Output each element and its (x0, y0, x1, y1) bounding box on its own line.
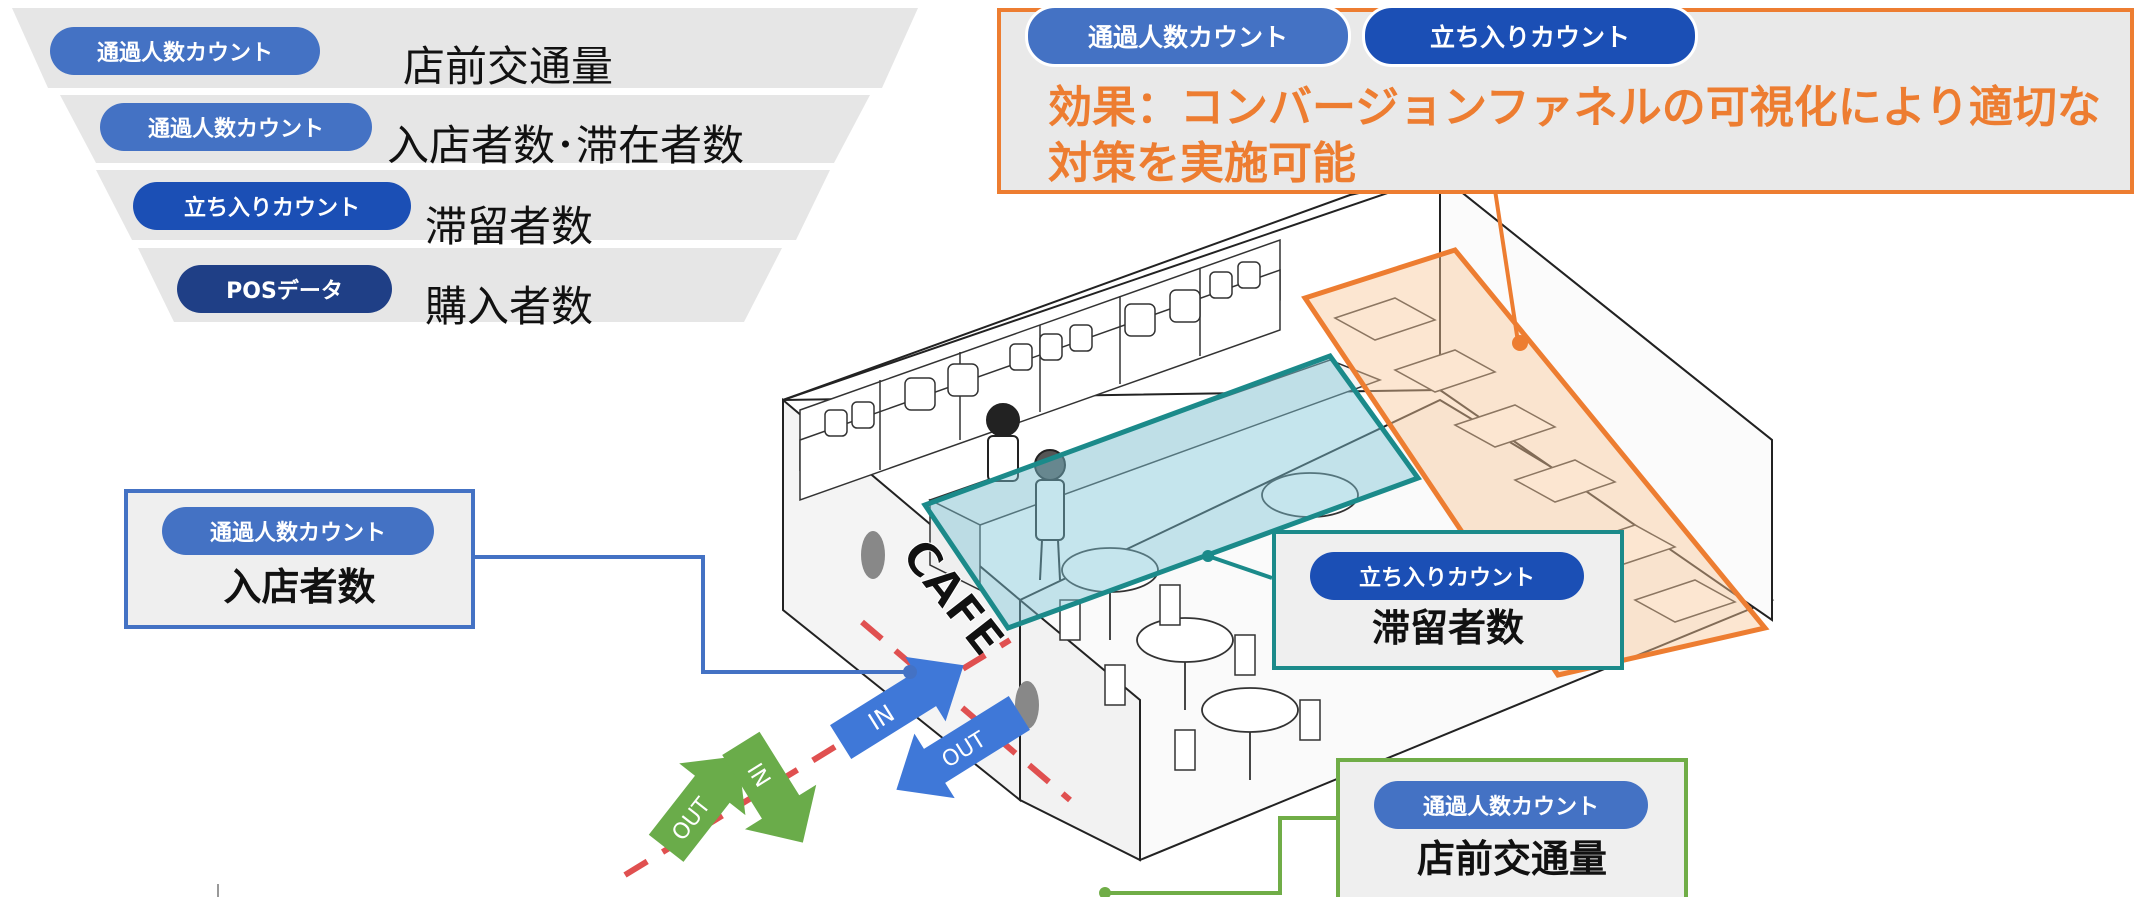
funnel-label-1: 店前交通量 (403, 42, 614, 91)
traffic-callout-label: 店前交通量 (1416, 837, 1607, 881)
right-wall (1439, 172, 1773, 622)
walk-out-arrow: OUT (648, 756, 746, 862)
entry-leader-dot (903, 665, 917, 679)
effect-text: 効果：コンバージョンファネルの可視化により適切な対策を実施可能 (1048, 82, 2101, 189)
effect-tag-2: 立ち入りカウント (1362, 5, 1698, 67)
funnel-tag-2: 通過人数カウント (100, 103, 372, 151)
funnel-label-3: 滞留者数 (425, 202, 594, 251)
door-window-1 (861, 531, 885, 579)
stay-leader-dot (1202, 550, 1214, 562)
funnel-tag-1: 通過人数カウント (50, 27, 320, 75)
traffic-leader-dot (1099, 887, 1111, 897)
entry-callout-label: 入店者数 (223, 565, 376, 609)
entry-in-arrow: IN (830, 656, 964, 760)
traffic-callout-tag: 通過人数カウント (1374, 781, 1648, 829)
funnel-label-2: 入店者数･滞在者数 (387, 121, 745, 170)
entry-leader-line (475, 555, 910, 674)
chairs (1059, 584, 1321, 771)
traffic-leader-line (1105, 816, 1336, 895)
funnel-label-4: 購入者数 (425, 282, 594, 331)
funnel-tag-3: 立ち入りカウント (133, 182, 411, 230)
walk-in-arrow: IN (722, 731, 817, 843)
wall-edge (782, 174, 1441, 401)
effect-leader-dot (1512, 335, 1528, 351)
stay-leader-line (1207, 554, 1273, 580)
effect-tag-1: 通過人数カウント (1025, 5, 1351, 67)
round-tables (1061, 472, 1359, 780)
jars (824, 261, 1261, 437)
stay-callout: 滞留者数 (1272, 530, 1624, 670)
stay-callout-label: 滞留者数 (1371, 606, 1524, 650)
entrance-dashed-line (860, 619, 1072, 803)
funnel-tag-4: POSデータ (177, 265, 392, 313)
stay-callout-tag: 立ち入りカウント (1310, 552, 1584, 600)
counter-zone-highlight (921, 352, 1422, 632)
entry-callout-tag: 通過人数カウント (162, 507, 434, 555)
effect-leader-line (1493, 189, 1520, 343)
